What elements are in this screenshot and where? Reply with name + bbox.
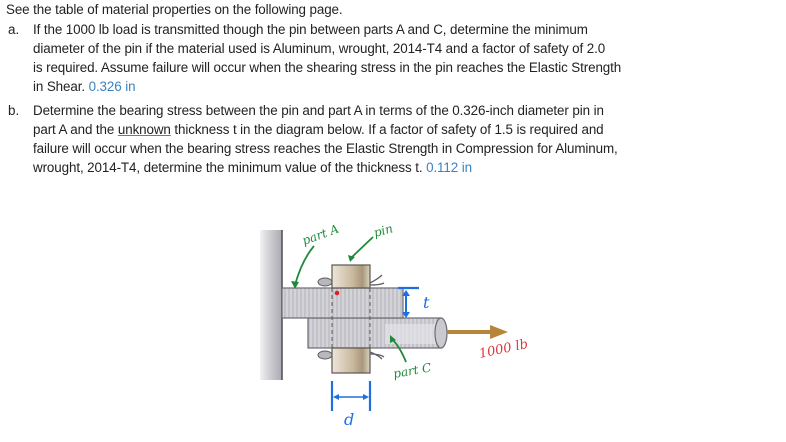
part-c-annotation bbox=[390, 335, 407, 363]
unknown-underlined: unknown bbox=[117, 122, 171, 137]
intro-text: See the table of material properties on … bbox=[6, 2, 343, 17]
part-a-annotation bbox=[291, 245, 315, 289]
item-b-line-1: Determine the bearing stress between the… bbox=[33, 103, 604, 118]
item-a-line-2: diameter of the pin if the material used… bbox=[33, 41, 606, 56]
load-label: 1000 lb bbox=[478, 337, 530, 362]
item-b-answer: 0.112 in bbox=[426, 160, 472, 175]
item-a-line-4: in Shear. 0.326 in bbox=[33, 79, 136, 95]
thickness-label: t bbox=[423, 293, 430, 312]
item-a-line-1: If the 1000 lb load is transmitted thoug… bbox=[33, 22, 588, 37]
part-c-label: part C bbox=[392, 361, 432, 381]
part-a-label: part A bbox=[300, 222, 341, 248]
diameter-dimension bbox=[330, 381, 372, 411]
wall-support bbox=[260, 230, 283, 380]
part-a bbox=[281, 287, 404, 319]
thickness-dimension bbox=[398, 286, 419, 318]
part-c bbox=[307, 317, 448, 349]
item-a-answer: 0.326 in bbox=[88, 79, 136, 94]
item-b-last-text: wrought, 2014-T4, determine the minimum … bbox=[33, 160, 423, 175]
pin-joint-diagram: t d part A pin part C 1000 lb bbox=[240, 215, 540, 437]
pin-label: pin bbox=[372, 221, 394, 240]
diagram-svg: t d part A pin part C 1000 lb bbox=[260, 221, 530, 429]
item-b-line-4: wrought, 2014-T4, determine the minimum … bbox=[33, 160, 472, 176]
item-a-line-3: is required. Assume failure will occur w… bbox=[33, 60, 622, 75]
item-b-line-3: failure will occur when the bearing stre… bbox=[33, 141, 618, 156]
pin bbox=[317, 264, 385, 374]
item-b-line-2-pre: part A and the bbox=[33, 122, 118, 137]
item-a-marker: a. bbox=[8, 22, 20, 37]
item-b-line-2: part A and the unknown thickness t in th… bbox=[33, 122, 604, 138]
diameter-label: d bbox=[344, 410, 354, 429]
pin-annotation bbox=[348, 236, 374, 262]
item-b-marker: b. bbox=[8, 103, 20, 118]
red-marker-dot bbox=[334, 290, 340, 296]
cotter-pin-icon bbox=[317, 277, 333, 287]
item-a-last-text: in Shear. bbox=[33, 79, 85, 94]
item-b-line-2-post: thickness t in the diagram below. If a f… bbox=[170, 122, 604, 137]
load-arrow bbox=[447, 325, 508, 339]
